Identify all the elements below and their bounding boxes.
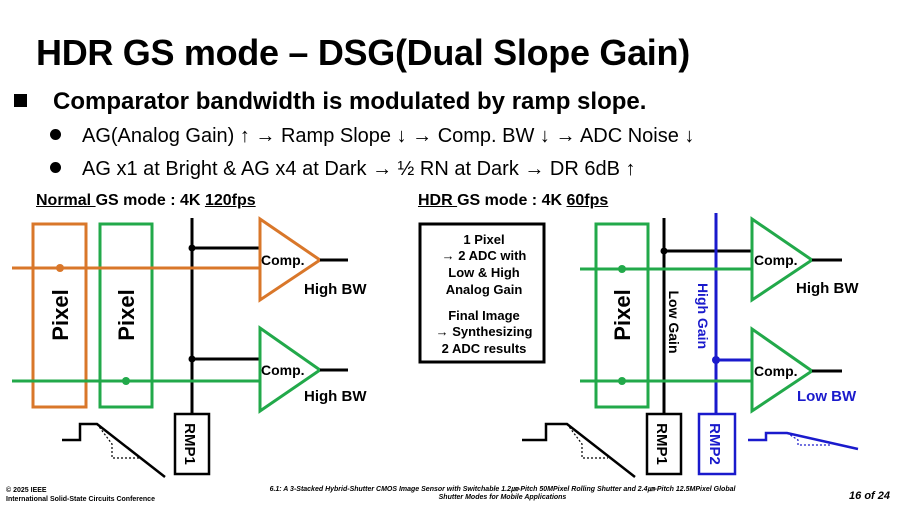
right-section-fps: 60fps — [566, 192, 609, 209]
left-section-res: GS mode : 4K — [95, 192, 205, 209]
rmp2-box — [697, 412, 737, 476]
page-title: HDR GS mode – DSG(Dual Slope Gain) — [36, 32, 690, 73]
sub-bullet-1-text: AG(Analog Gain) ↑ → Ramp Slope ↓ → Comp.… — [82, 125, 695, 147]
svg-text:1 Pixel: 1 Pixel — [463, 232, 504, 247]
high-bw-label: High BW — [796, 280, 859, 297]
dot-bullet-icon — [50, 162, 61, 173]
comparator-triangle-orange — [258, 216, 323, 303]
hdr-gs-diagram: Pixel Low Gain High Gain Comp. High BW C… — [522, 213, 859, 478]
paper-caption: 6.1: A 3-Stacked Hybrid-Shutter CMOS Ima… — [230, 484, 775, 501]
svg-text:Final Image: Final Image — [448, 308, 520, 323]
rmp1-label: RMP1 — [181, 423, 198, 465]
svg-text:→ Synthesizing: → Synthesizing — [436, 324, 533, 339]
svg-text:Low & High: Low & High — [448, 265, 520, 280]
left-section-mode: Normal — [36, 192, 96, 209]
rmp1-box — [645, 412, 683, 476]
comparator-triangle-green — [750, 326, 815, 414]
high-gain-label: High Gain — [695, 283, 711, 349]
right-section-res: GS mode : 4K — [457, 192, 567, 209]
main-bullet-text: Comparator bandwidth is modulated by ram… — [53, 88, 647, 115]
sub-bullet-2: AG x1 at Bright & AG x4 at Dark → ½ RN a… — [50, 158, 636, 181]
sub-bullet-1: AG(Analog Gain) ↑ → Ramp Slope ↓ → Comp.… — [50, 125, 694, 148]
pixel-box-orange — [31, 222, 88, 409]
rmp2-label: RMP2 — [706, 423, 723, 465]
sub-bullet-2-text: AG x1 at Bright & AG x4 at Dark → ½ RN a… — [82, 158, 636, 180]
high-bw-label: High BW — [304, 281, 367, 298]
comp-label: Comp. — [261, 252, 305, 268]
paper-caption-line1: 6.1: A 3-Stacked Hybrid-Shutter CMOS Ima… — [269, 486, 736, 493]
comp-label: Comp. — [261, 362, 305, 378]
comparator-triangle-green — [258, 325, 323, 414]
high-bw-label: High BW — [304, 388, 367, 405]
ramp-waveform — [522, 422, 636, 478]
conference-name: International Solid-State Circuits Confe… — [6, 496, 155, 503]
left-section-heading: Normal GS mode : 4K 120fps — [36, 192, 256, 210]
main-bullet: Comparator bandwidth is modulated by ram… — [14, 88, 646, 116]
low-gain-label: Low Gain — [666, 291, 682, 354]
pixel-node-green — [618, 377, 626, 385]
right-section-heading: HDR GS mode : 4K 60fps — [418, 192, 608, 210]
right-section-mode: HDR — [418, 192, 458, 209]
pixel-label: Pixel — [114, 289, 139, 340]
pixel-label: Pixel — [610, 289, 635, 340]
svg-text:→ 2 ADC with: → 2 ADC with — [442, 248, 527, 263]
comp-label: Comp. — [754, 252, 798, 268]
pixel-label: Pixel — [48, 289, 73, 340]
paper-caption-line2: Shutter Modes for Mobile Applications — [438, 494, 567, 501]
rmp1-label: RMP1 — [653, 423, 670, 465]
pixel-box-green — [594, 222, 650, 409]
comp-label: Comp. — [754, 363, 798, 379]
pixel-node-green — [122, 377, 130, 385]
normal-gs-diagram: Pixel Pixel Comp. High BW Comp. High BW … — [12, 216, 367, 478]
svg-text:2 ADC results: 2 ADC results — [442, 341, 527, 356]
comparator-triangle-green — [750, 216, 815, 303]
rmp1-box — [173, 412, 211, 476]
pixel-box-green — [98, 222, 154, 409]
pixel-node-orange — [56, 264, 64, 272]
svg-text:Analog Gain: Analog Gain — [446, 282, 523, 297]
copyright: © 2025 IEEE — [6, 487, 47, 494]
square-bullet-icon — [14, 94, 27, 107]
low-bw-label: Low BW — [797, 388, 857, 405]
info-box: 1 Pixel → 2 ADC with Low & High Analog G… — [418, 222, 546, 364]
page-number: 16 of 24 — [849, 490, 890, 502]
ramp-waveform-blue — [748, 431, 859, 451]
ramp-waveform — [62, 422, 166, 478]
dot-bullet-icon — [50, 129, 61, 140]
pixel-node-green — [618, 265, 626, 273]
left-section-fps: 120fps — [204, 192, 256, 209]
